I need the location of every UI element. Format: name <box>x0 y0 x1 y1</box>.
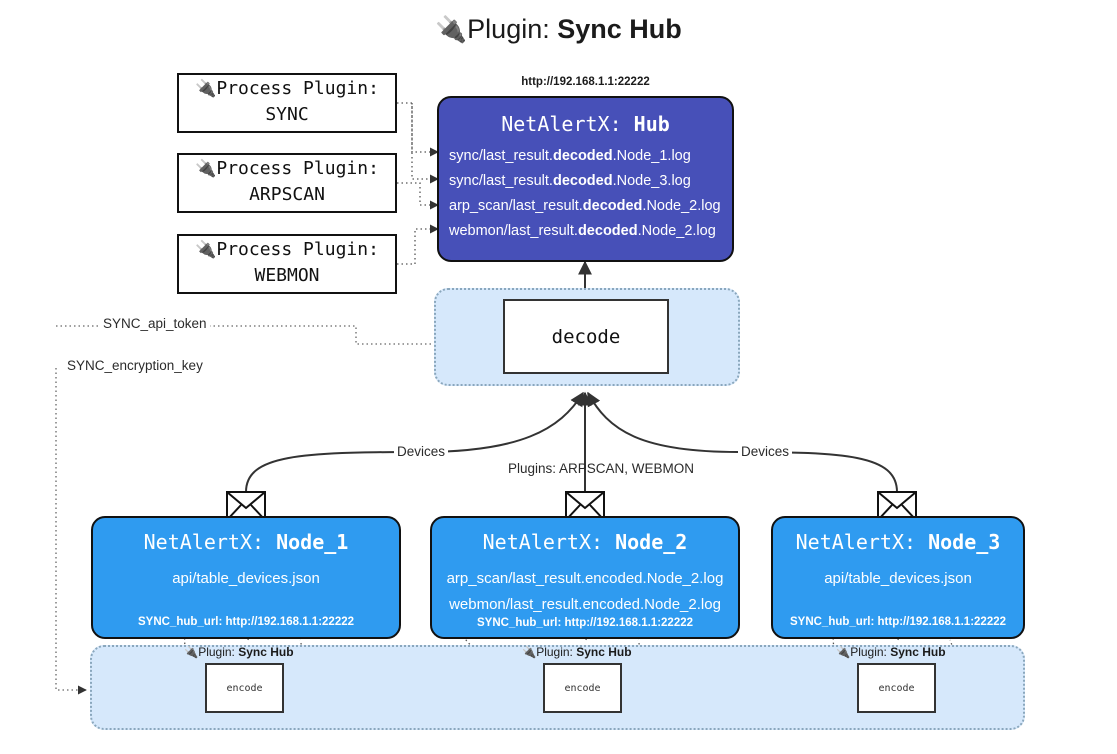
hub-box[interactable]: NetAlertX: Hub sync/last_result.decoded.… <box>437 96 734 262</box>
node-line: api/table_devices.json <box>824 570 972 587</box>
plugin-tag-node-3: 🔌Plugin: Sync Hub <box>836 645 946 659</box>
envelope-icon <box>226 491 266 521</box>
decode-box[interactable]: decode <box>503 299 669 374</box>
node-line: webmon/last_result.encoded.Node_2.log <box>449 595 721 613</box>
process-plugin-line1: 🔌Process Plugin: <box>195 77 379 99</box>
node-lines: arp_scan/last_result.encoded.Node_2.log … <box>447 566 724 617</box>
node-box-node-2[interactable]: NetAlertX: Node_2 arp_scan/last_result.e… <box>430 516 740 639</box>
hub-log-line: sync/last_result.decoded.Node_3.log <box>449 172 691 189</box>
plug-icon: 🔌 <box>522 645 537 659</box>
node-title: NetAlertX: Node_3 <box>795 530 1001 554</box>
page-title-prefix: Plugin: <box>467 14 558 44</box>
process-plugin-box-arpscan[interactable]: 🔌Process Plugin: ARPSCAN <box>177 153 397 213</box>
process-plugin-line2: ARPSCAN <box>249 184 325 205</box>
edge-label-devices-right: Devices <box>738 444 793 459</box>
node-title: NetAlertX: Node_2 <box>482 530 688 554</box>
plug-icon: 🔌 <box>195 158 217 179</box>
page-title-name: Sync Hub <box>557 14 682 44</box>
hub-url-label: http://192.168.1.1:22222 <box>521 76 650 88</box>
node-footer: SYNC_hub_url: http://192.168.1.1:22222 <box>137 616 355 628</box>
secret-label-encryption-key: SYNC_encryption_key <box>64 358 206 373</box>
node-line: arp_scan/last_result.encoded.Node_2.log <box>446 570 724 587</box>
hub-log-line: sync/last_result.decoded.Node_1.log <box>449 148 691 164</box>
plugin-tag-node-1: 🔌Plugin: Sync Hub <box>184 645 294 659</box>
node-footer: SYNC_hub_url: http://192.168.1.1:22222 <box>789 616 1007 628</box>
encode-box-node-1[interactable]: encode <box>205 663 284 713</box>
process-plugin-line1: 🔌Process Plugin: <box>195 238 379 260</box>
node-footer: SYNC_hub_url: http://192.168.1.1:22222 <box>476 617 694 629</box>
plug-icon: 🔌 <box>195 78 217 99</box>
node-title: NetAlertX: Node_1 <box>143 530 349 554</box>
node-lines: api/table_devices.json <box>824 566 972 616</box>
process-plugin-box-webmon[interactable]: 🔌Process Plugin: WEBMON <box>177 234 397 294</box>
edge-label-devices-left: Devices <box>394 444 449 459</box>
process-plugin-box-sync[interactable]: 🔌Process Plugin: SYNC <box>177 73 397 133</box>
hub-title: NetAlertX: Hub <box>501 112 670 136</box>
process-plugin-line2: WEBMON <box>254 265 320 286</box>
secret-label-api-token: SYNC_api_token <box>100 316 210 331</box>
process-plugin-line2: SYNC <box>265 104 309 125</box>
hub-log-line: webmon/last_result.decoded.Node_2.log <box>449 222 716 239</box>
plugin-tag-node-2: 🔌Plugin: Sync Hub <box>522 645 632 659</box>
process-plugin-line1: 🔌Process Plugin: <box>195 157 379 179</box>
plug-icon: 🔌 <box>184 645 199 659</box>
plug-icon: 🔌 <box>195 239 217 260</box>
encode-box-node-2[interactable]: encode <box>543 663 622 713</box>
node-box-node-3[interactable]: NetAlertX: Node_3 api/table_devices.json… <box>771 516 1025 639</box>
hub-log-line: arp_scan/last_result.decoded.Node_2.log <box>449 197 721 214</box>
page-title: 🔌Plugin: Sync Hub <box>0 14 1117 45</box>
node-line: api/table_devices.json <box>172 570 320 587</box>
node-lines: api/table_devices.json <box>172 566 320 616</box>
node-box-node-1[interactable]: NetAlertX: Node_1 api/table_devices.json… <box>91 516 401 639</box>
plug-icon: 🔌 <box>836 645 851 659</box>
encode-box-node-3[interactable]: encode <box>857 663 936 713</box>
plug-icon: 🔌 <box>435 15 468 45</box>
edge-label-plugins-middle: Plugins: ARPSCAN, WEBMON <box>508 461 695 476</box>
